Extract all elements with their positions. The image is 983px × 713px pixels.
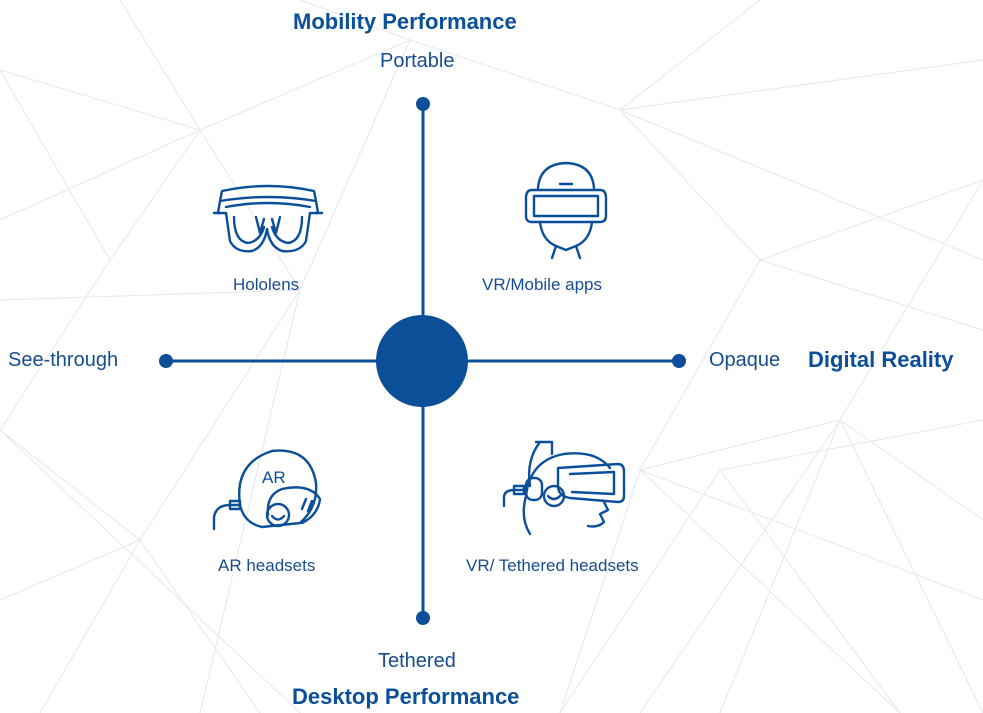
vr-tethered-label: VR/ Tethered headsets [466,556,639,575]
bottom-axis-title: Desktop Performance [292,684,520,709]
left-axis-end-label: See-through [8,349,119,371]
right-axis-title: Digital Reality [808,347,954,372]
top-axis-dot [416,97,430,111]
bottom-axis-dot [416,611,430,625]
ar-helmet-icon: AR [210,443,334,533]
top-axis-end-label: Portable [380,50,455,72]
ar-headsets-label: AR headsets [218,556,316,575]
top-axis-title: Mobility Performance [293,9,517,34]
hololens-label: Hololens [233,275,300,294]
bottom-axis-end-label: Tethered [378,650,456,672]
hololens-icon [212,183,324,259]
right-axis-end-label: Opaque [709,349,781,371]
center-node [376,315,468,407]
right-axis-dot [672,354,686,368]
tethered-vr-icon [500,438,628,536]
vr-headset-icon [524,160,608,260]
ar-text: AR [262,468,286,487]
left-axis-dot [159,354,173,368]
vr-mobile-label: VR/Mobile apps [482,275,603,294]
